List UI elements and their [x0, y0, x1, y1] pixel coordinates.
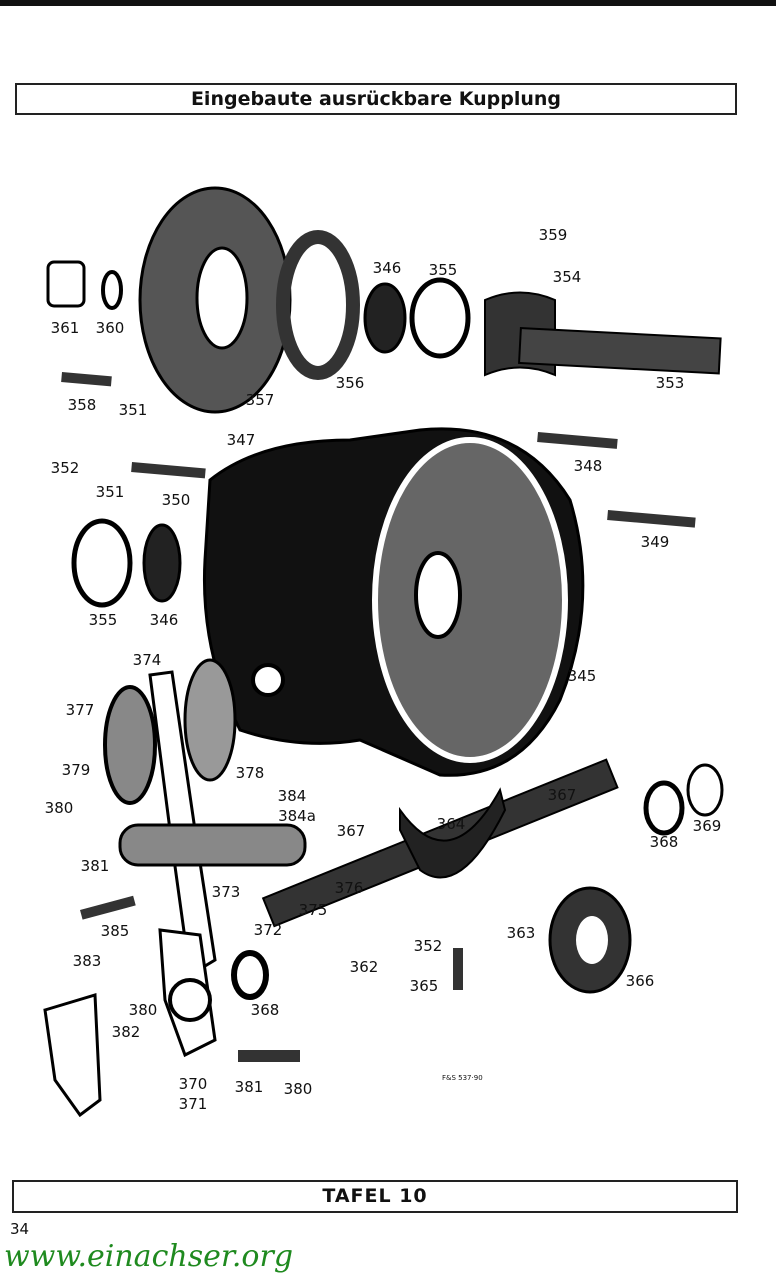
- part-label: 378: [235, 764, 265, 782]
- ring-368-left: [231, 950, 269, 1000]
- bearing-355-left: [71, 518, 133, 608]
- page-title: Eingebaute ausrückbare Kupplung: [15, 83, 737, 115]
- top-border: [0, 0, 776, 6]
- part-label: 358: [67, 396, 97, 414]
- part-label: 346: [372, 259, 402, 277]
- part-label: 346: [149, 611, 179, 629]
- housing-face: [372, 437, 568, 763]
- part-label: 368: [250, 1001, 280, 1019]
- footrest-384: [118, 823, 307, 867]
- pad-378: [183, 658, 237, 782]
- stud-349: [607, 510, 696, 528]
- bolt-365: [453, 948, 463, 990]
- part-label: 352: [413, 937, 443, 955]
- bolt-381-380: [238, 1050, 300, 1062]
- part-label: 354: [552, 268, 582, 286]
- part-label: 348: [573, 457, 603, 475]
- release-bearing-bore: [576, 916, 608, 964]
- part-label: 365: [409, 977, 439, 995]
- part-label: 351: [118, 401, 148, 419]
- housing-bore: [414, 551, 462, 639]
- part-label: 385: [100, 922, 130, 940]
- stud-348: [537, 431, 618, 449]
- part-label: 366: [625, 972, 655, 990]
- part-label: 367: [336, 822, 366, 840]
- washer-360: [101, 270, 123, 310]
- plate-footer: TAFEL 10: [12, 1180, 738, 1213]
- crank-eye: [168, 978, 212, 1022]
- part-label: 360: [95, 319, 125, 337]
- gasket-356: [276, 230, 360, 380]
- nut-361: [46, 260, 86, 308]
- part-label: 380: [283, 1080, 313, 1098]
- part-label: 380: [44, 799, 74, 817]
- part-label: 377: [65, 701, 95, 719]
- bolt-385: [80, 895, 136, 920]
- part-label: 381: [80, 857, 110, 875]
- part-label: 380: [128, 1001, 158, 1019]
- part-label: 370: [178, 1075, 208, 1093]
- part-label: 383: [72, 952, 102, 970]
- shaft-353: [518, 326, 722, 375]
- part-label: 349: [640, 533, 670, 551]
- part-label: 384: [277, 787, 307, 805]
- part-label: 347: [226, 431, 256, 449]
- part-label: 379: [61, 761, 91, 779]
- part-label: 372: [253, 921, 283, 939]
- circlip-369: [686, 763, 724, 817]
- part-label: 367: [547, 786, 577, 804]
- pad-377: [103, 685, 157, 805]
- bearing-355-top: [409, 277, 471, 359]
- part-label: 350: [161, 491, 191, 509]
- flange-hole: [195, 246, 249, 350]
- housing-eye: [251, 663, 285, 697]
- part-label: 375: [298, 901, 328, 919]
- part-label: 362: [349, 958, 379, 976]
- part-label: 345: [567, 667, 597, 685]
- part-label: 384a: [278, 807, 316, 825]
- watermark: www.einachser.org: [4, 1239, 294, 1274]
- part-label: 352: [50, 459, 80, 477]
- part-label: 364: [436, 815, 466, 833]
- bearing-346-top: [363, 282, 407, 354]
- part-label: 363: [506, 924, 536, 942]
- part-label: 382: [111, 1023, 141, 1041]
- part-label: 381: [234, 1078, 264, 1096]
- part-label: 359: [538, 226, 568, 244]
- part-label: 374: [132, 651, 162, 669]
- part-label: 369: [692, 817, 722, 835]
- part-label: 357: [245, 391, 275, 409]
- fork-364: [399, 787, 507, 879]
- arm-383: [43, 993, 102, 1118]
- drawing-code: F&S 537·90: [442, 1074, 483, 1082]
- part-label: 355: [88, 611, 118, 629]
- part-label: 353: [655, 374, 685, 392]
- part-label: 351: [95, 483, 125, 501]
- bearing-346-left: [142, 523, 182, 603]
- part-label: 371: [178, 1095, 208, 1113]
- part-label: 368: [649, 833, 679, 851]
- screw-358: [61, 371, 112, 387]
- part-label: 356: [335, 374, 365, 392]
- stud-350: [131, 462, 206, 479]
- part-label: 376: [334, 879, 364, 897]
- page-number: 34: [10, 1220, 30, 1238]
- ring-368-right: [643, 780, 685, 836]
- part-label: 373: [211, 883, 241, 901]
- part-label: 355: [428, 261, 458, 279]
- part-label: 361: [50, 319, 80, 337]
